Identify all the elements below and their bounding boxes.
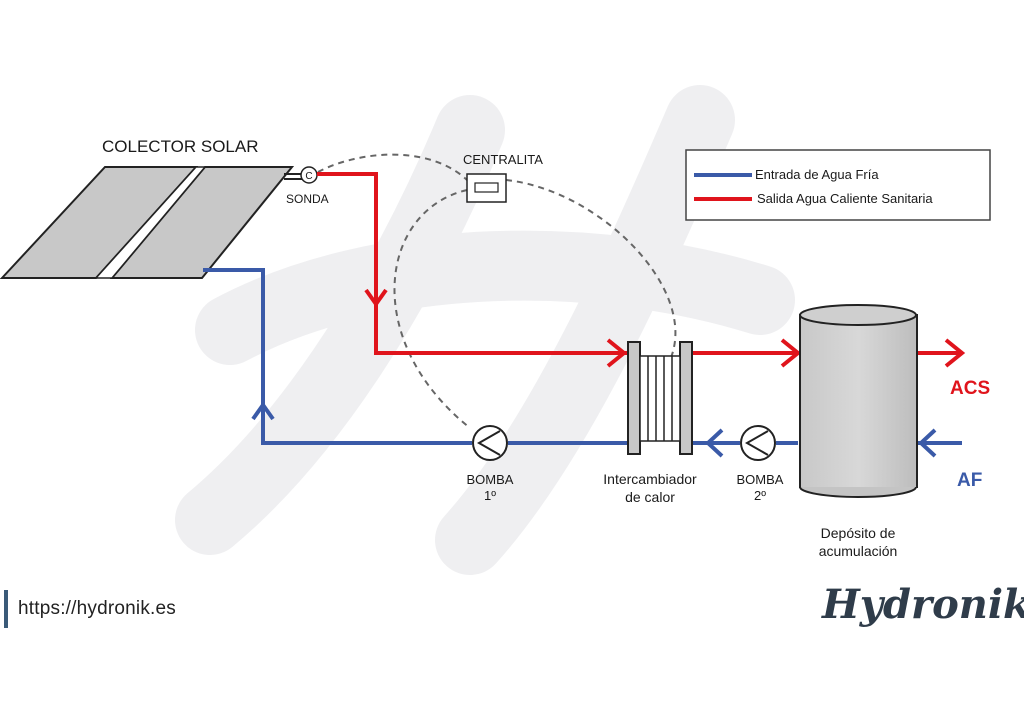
legend-item-cold: Entrada de Agua Fría [755,167,879,182]
controller-label: CENTRALITA [463,152,543,167]
brand-logo: Hydronik [821,581,1024,628]
cold-water-pipe [203,268,962,445]
af-label: AF [957,470,982,491]
legend: Entrada de Agua Fría Salida Agua Calient… [685,149,991,221]
pump2-number: 2º [754,488,766,503]
exchanger-label-line2: de calor [625,489,675,505]
exchanger-label: Intercambiador [603,471,697,487]
sensor-label: SONDA [286,192,329,206]
controller-display [474,182,499,193]
pump-direction-icon [476,430,501,456]
acs-label: ACS [950,378,990,399]
pump-2 [740,425,776,461]
url-accent-bar [4,590,8,628]
pump1-label: BOMBA [467,472,514,487]
control-line-sensor [317,153,468,181]
cold-flow-arrows [251,401,937,458]
site-url[interactable]: https://hydronik.es [18,598,176,619]
tank-label-line2: acumulación [819,543,898,559]
pump1-number: 1º [484,488,496,503]
pump-icon [740,425,776,461]
control-line-pump [393,189,471,429]
legend-box [685,149,991,221]
sensor-symbol: C [305,171,312,182]
arrow-left-icon [918,428,937,458]
hot-pipe-supply [317,172,628,355]
collector-gap [94,166,207,279]
storage-tank [799,304,918,498]
pump-icon [472,425,508,461]
solar-collector [0,166,295,279]
arrow-right-icon [944,338,966,368]
pump2-label: BOMBA [737,472,784,487]
arrow-up-icon [251,401,275,421]
pump-direction-icon [744,430,769,456]
control-line-exchanger [505,179,677,361]
arrow-left-icon [705,428,724,458]
arrow-right-icon [780,338,802,368]
collector-label: COLECTOR SOLAR [102,137,259,156]
hot-water-pipe [317,172,962,355]
watermark-logo [175,85,795,575]
legend-item-hot: Salida Agua Caliente Sanitaria [757,191,933,206]
hot-flow-arrows [364,288,966,368]
heat-exchanger [627,341,693,455]
arrow-right-icon [606,338,628,368]
control-signal-lines [317,153,677,429]
cold-pipe-return [203,268,472,445]
arrow-down-icon [364,288,388,308]
tank-label: Depósito de [821,525,896,541]
pump-1 [472,425,508,461]
